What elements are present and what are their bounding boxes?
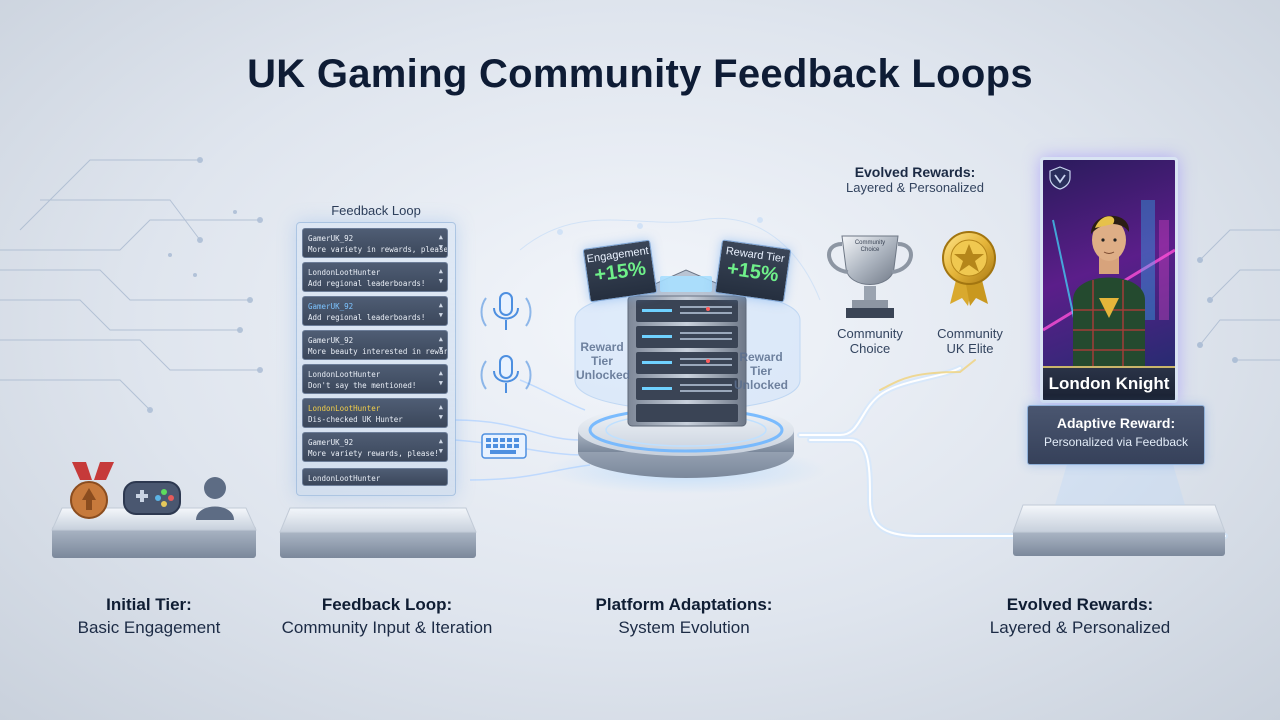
feedback-item[interactable]: LondonLootHunter Add regional leaderboar… [302,262,448,292]
stage-subtitle: System Evolution [618,618,750,637]
feedback-item[interactable]: LondonLootHunter Don't say the mentioned… [302,364,448,394]
feedback-item[interactable]: LondonLootHunter [302,468,448,486]
stage-subtitle: Community Input & Iteration [281,618,493,637]
hero-illustration [1043,200,1175,370]
feedback-message: More beauty interested in rewards! [308,347,448,356]
adaptive-reward-box: Adaptive Reward: Personalized via Feedba… [1027,405,1205,465]
feedback-user: GamerUK_92 [308,302,354,311]
vote-arrows-icon[interactable]: ▲▼ [438,233,443,251]
stage-subtitle: Layered & Personalized [989,618,1171,637]
feedback-user: LondonLootHunter [308,474,381,483]
ring-text-left: Reward Tier Unlocked [576,340,631,382]
evolved-rewards-caption: Evolved Rewards: Layered & Personalized [820,164,1010,195]
vote-arrows-icon[interactable]: ▲▼ [438,267,443,285]
trophy-label-community-choice: Community Choice [820,326,920,356]
left-circuit-traces [0,159,260,411]
gamepad-icon [123,481,181,515]
feedback-user: LondonLootHunter [308,404,381,413]
shield-icon [1049,166,1071,190]
user-icon [196,477,234,520]
feedback-item[interactable]: GamerUK_92 More beauty interested in rew… [302,330,448,360]
ring-text-right: Reward Tier Unlocked [733,350,788,392]
feedback-message: Don't say the mentioned! [308,381,417,390]
feedback-message: More variety rewards, please! [308,449,439,458]
medal-icon [70,462,114,519]
reward-tier-hologram: Reward Tier +15% [714,239,792,303]
evolved-caption-subtitle: Layered & Personalized [845,180,985,195]
trophy-label-line2: Choice [849,341,891,356]
rosette-label-line2: UK Elite [946,341,994,356]
stage-label-evolved-rewards: Evolved Rewards: Layered & Personalized [950,595,1210,638]
stage-title: Evolved Rewards: [1006,595,1154,614]
feedback-message: Dis-checked UK Hunter [308,415,403,424]
stage-title: Feedback Loop: [321,595,453,614]
page-title: UK Gaming Community Feedback Loops [247,52,1033,96]
rosette-label-uk-elite: Community UK Elite [920,326,1020,356]
adaptive-subtitle: Personalized via Feedback [1043,435,1189,449]
vote-arrows-icon[interactable]: ▲▼ [438,301,443,319]
microphone-icon [480,292,532,330]
adaptive-title: Adaptive Reward: [1056,415,1176,431]
feedback-message: More variety in rewards, please! [308,245,448,254]
right-circuit-traces [1199,229,1280,361]
trophy-label-line1: Community [837,326,903,341]
stage-label-initial-tier: Initial Tier: Basic Engagement [19,595,279,638]
stage-subtitle: Basic Engagement [77,618,221,637]
vote-arrows-icon[interactable]: ▲▼ [438,403,443,421]
vote-arrows-icon[interactable]: ▲▼ [438,369,443,387]
feedback-item[interactable]: LondonLootHunter Dis-checked UK Hunter ▲… [302,398,448,428]
stage-title: Platform Adaptations: [595,595,773,614]
feedback-user: LondonLootHunter [308,268,381,277]
hero-name: London Knight [1043,366,1175,400]
engagement-hologram: Engagement +15% [582,239,658,303]
server-network-lines [519,217,821,301]
feedback-user: GamerUK_92 [308,438,354,447]
vote-arrows-icon[interactable]: ▲▼ [438,335,443,353]
stage-label-feedback-loop: Feedback Loop: Community Input & Iterati… [257,595,517,638]
right-circuit-nodes [1197,257,1238,363]
feedback-pedestal [279,506,477,558]
reward-flow-pipe [797,359,1228,539]
evolved-caption-title: Evolved Rewards: [854,164,976,180]
feedback-message: Add regional leaderboards! [308,279,426,288]
rosette-label-line1: Community [937,326,1003,341]
feedback-message: Add regional leaderboards! [308,313,426,322]
hero-card[interactable]: London Knight [1040,157,1178,403]
rosette-icon [942,231,996,306]
vote-arrows-icon[interactable]: ▲▼ [438,437,443,455]
server-icon [627,269,747,427]
feedback-panel-title: Feedback Loop [331,203,421,218]
feedback-item[interactable]: GamerUK_92 Add regional leaderboards! ▲▼ [302,296,448,326]
stage-title: Initial Tier: [106,595,192,614]
feedback-user: LondonLootHunter [308,370,381,379]
microphone-icon [480,355,532,393]
trophy-engraving: Community Choice [854,240,886,253]
stage-label-platform-adaptations: Platform Adaptations: System Evolution [554,595,814,638]
keyboard-icon [481,433,527,459]
trophy-icon [827,235,913,318]
feedback-item[interactable]: GamerUK_92 More variety rewards, please!… [302,432,448,462]
feedback-user: GamerUK_92 [308,234,354,243]
left-circuit-nodes [147,157,263,413]
feedback-panel[interactable]: GamerUK_92 More variety in rewards, plea… [296,222,456,496]
feedback-user: GamerUK_92 [308,336,354,345]
feedback-item[interactable]: GamerUK_92 More variety in rewards, plea… [302,228,448,258]
